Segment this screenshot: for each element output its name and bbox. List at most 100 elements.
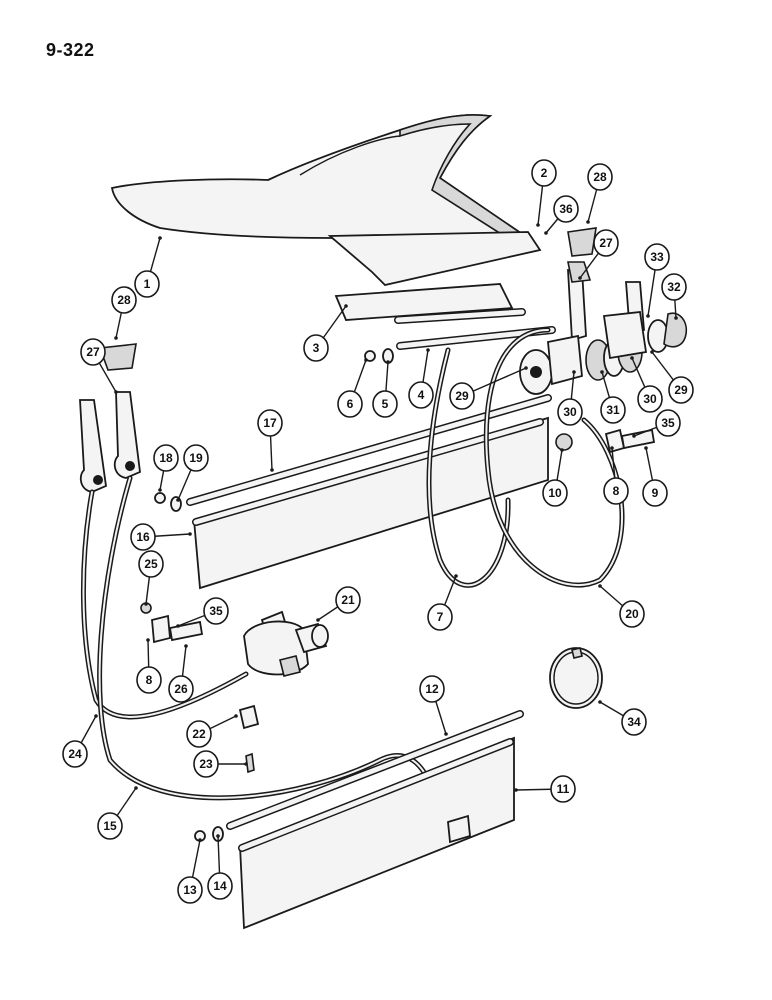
callout-circle — [153, 444, 179, 472]
callout-2: 2 — [531, 159, 557, 187]
callout-29: 29 — [449, 382, 475, 410]
callout-circle — [186, 720, 212, 748]
leader-tip — [544, 231, 548, 235]
callout-number: 30 — [643, 392, 657, 406]
leader-tip — [600, 370, 604, 374]
retaining-ring — [549, 647, 603, 709]
callout-26: 26 — [168, 675, 194, 703]
leader-tip — [244, 762, 248, 766]
callout-10: 10 — [542, 479, 568, 507]
callout-11: 11 — [550, 775, 576, 803]
valve — [243, 610, 329, 677]
callout-4: 4 — [408, 381, 434, 409]
callout-22: 22 — [186, 720, 212, 748]
callout-circle — [207, 872, 233, 900]
fittings — [238, 704, 260, 774]
callout-circle — [587, 163, 613, 191]
callout-number: 1 — [144, 277, 151, 291]
callout-19: 19 — [183, 444, 209, 472]
leader-tip — [444, 732, 448, 736]
washer-set-left — [154, 492, 182, 512]
callout-36: 36 — [553, 195, 579, 223]
callout-34: 34 — [621, 708, 647, 736]
callout-33: 33 — [644, 243, 670, 271]
callout-circle — [303, 334, 329, 362]
washer-set-upper — [364, 348, 394, 364]
leader-tip — [426, 348, 430, 352]
callout-number: 4 — [418, 388, 425, 402]
callout-circle — [183, 444, 209, 472]
callout-number: 5 — [382, 397, 389, 411]
callout-circle — [427, 603, 453, 631]
callout-circle — [449, 382, 475, 410]
callout-number: 15 — [103, 819, 117, 833]
callout-number: 26 — [174, 682, 188, 696]
cable-left — [80, 475, 443, 843]
callout-number: 19 — [189, 451, 203, 465]
callout-27: 27 — [80, 338, 106, 366]
leader-tip — [216, 834, 220, 838]
callout-circle — [661, 273, 687, 301]
callout-number: 35 — [209, 604, 223, 618]
leader-tip — [560, 448, 564, 452]
leader-tip — [598, 584, 602, 588]
callout-number: 14 — [213, 879, 227, 893]
leader-tip — [630, 356, 634, 360]
callout-circle — [134, 270, 160, 298]
callout-circle — [419, 675, 445, 703]
callout-15: 15 — [97, 812, 123, 840]
callout-number: 34 — [627, 715, 641, 729]
leader-tip — [674, 316, 678, 320]
callout-circle — [668, 376, 694, 404]
callout-circle — [642, 479, 668, 507]
callout-29: 29 — [668, 376, 694, 404]
callout-number: 20 — [625, 607, 639, 621]
callout-number: 30 — [563, 405, 577, 419]
callout-30: 30 — [637, 385, 663, 413]
callout-circle — [550, 775, 576, 803]
callout-number: 23 — [199, 757, 213, 771]
callout-circle — [557, 398, 583, 426]
leader-tip — [514, 788, 518, 792]
leader-tip — [586, 220, 590, 224]
callout-12: 12 — [419, 675, 445, 703]
callout-28: 28 — [587, 163, 613, 191]
callout-7: 7 — [427, 603, 453, 631]
callout-3: 3 — [303, 334, 329, 362]
callout-circle — [138, 550, 164, 578]
callout-circle — [335, 586, 361, 614]
callout-number: 11 — [557, 782, 570, 796]
callout-circle — [593, 229, 619, 257]
callout-35: 35 — [655, 409, 681, 437]
callout-23: 23 — [193, 750, 219, 778]
leader-tip — [134, 786, 138, 790]
callout-number: 18 — [159, 451, 173, 465]
callout-number: 12 — [425, 682, 439, 696]
right-clamp-set — [555, 428, 656, 454]
callout-circle — [97, 812, 123, 840]
callout-16: 16 — [130, 523, 156, 551]
callout-number: 33 — [650, 250, 664, 264]
callout-17: 17 — [257, 409, 283, 437]
callout-25: 25 — [138, 550, 164, 578]
callout-circle — [372, 390, 398, 418]
callout-27: 27 — [593, 229, 619, 257]
callout-circle — [193, 750, 219, 778]
callout-number: 16 — [136, 530, 150, 544]
callout-circle — [621, 708, 647, 736]
filter-plate — [334, 283, 526, 324]
left-control-brackets — [79, 391, 141, 493]
callout-8: 8 — [136, 666, 162, 694]
spool-assembly — [519, 311, 688, 395]
callout-number: 10 — [548, 486, 562, 500]
callout-number: 13 — [183, 883, 197, 897]
leader-tip — [598, 700, 602, 704]
leader-tip — [644, 446, 648, 450]
callout-8: 8 — [603, 477, 629, 505]
callout-number: 25 — [144, 557, 158, 571]
callout-number: 27 — [599, 236, 613, 250]
callout-9: 9 — [642, 479, 668, 507]
callout-circle — [644, 243, 670, 271]
leader-tip — [646, 314, 650, 318]
